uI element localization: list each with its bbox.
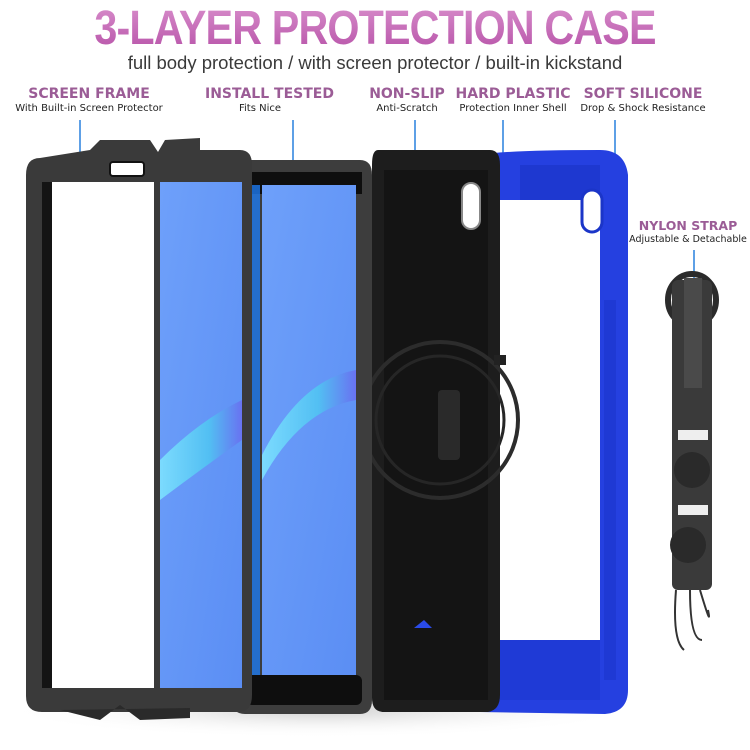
callout-heading: NYLON STRAP (638, 218, 738, 233)
callout-detail: Anti-Scratch (376, 103, 438, 114)
callout-hard-plastic: HARD PLASTIC Protection Inner Shell (451, 86, 575, 114)
callout-heading: SOFT SILICONE (583, 86, 703, 102)
leader-line (502, 120, 504, 168)
callout-nylon-strap: NYLON STRAP Adjustable & Detachable (626, 218, 750, 245)
callout-detail: Fits Nice (238, 103, 282, 114)
page-subtitle: full body protection / with screen prote… (127, 52, 623, 73)
callout-heading: HARD PLASTIC (455, 86, 571, 102)
leader-line (614, 120, 616, 168)
callout-detail: Protection Inner Shell (459, 103, 567, 114)
tablet-layer (232, 160, 372, 714)
callout-detail: With Built-in Screen Protector (15, 103, 163, 114)
soft-silicone-frame (470, 150, 628, 714)
leader-line (693, 250, 695, 280)
callout-heading: INSTALL TESTED (205, 86, 334, 102)
callout-screen-frame: SCREEN FRAME With Built-in Screen Protec… (14, 86, 164, 114)
callout-non-slip: NON-SLIP Anti-Scratch (362, 86, 452, 114)
callout-heading: NON-SLIP (369, 86, 445, 102)
nylon-strap (665, 271, 719, 651)
callout-install-tested: INSTALL TESTED Fits Nice (205, 86, 334, 114)
callout-soft-silicone: SOFT SILICONE Drop & Shock Resistance (578, 86, 708, 114)
page-title: 3-LAYER PROTECTION CASE (53, 2, 698, 56)
hard-plastic-shell (360, 150, 520, 712)
callout-detail: Drop & Shock Resistance (580, 103, 706, 114)
screen-frame-layer (26, 138, 252, 720)
callout-heading: SCREEN FRAME (28, 86, 150, 102)
callout-detail: Adjustable & Detachable (629, 234, 747, 245)
leader-line (292, 120, 294, 162)
leader-line (79, 120, 81, 162)
product-illustration (0, 130, 750, 750)
